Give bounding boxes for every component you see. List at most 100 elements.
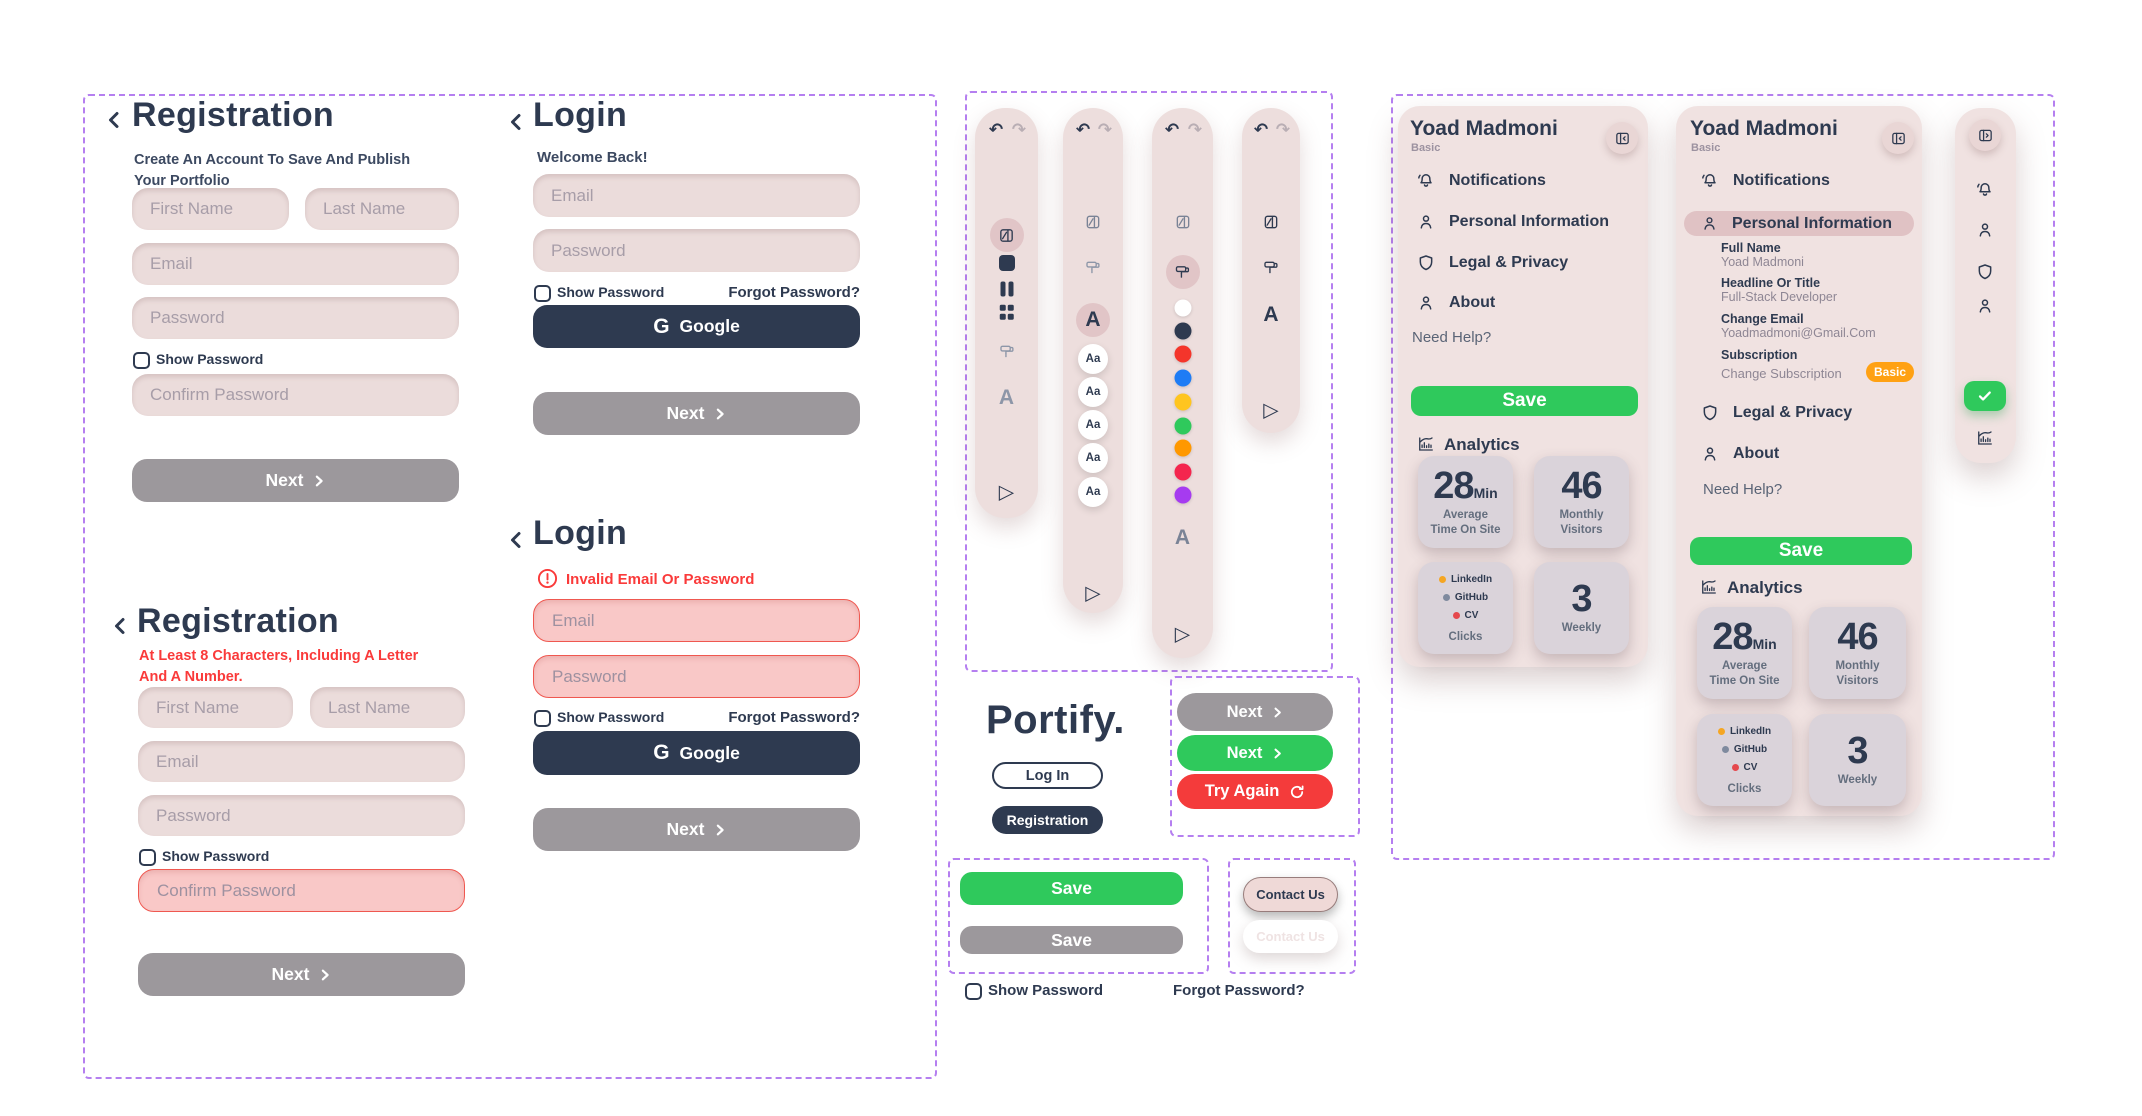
show-password-checkbox[interactable] — [534, 710, 551, 727]
preview-play-icon[interactable]: ▷ — [1263, 399, 1279, 422]
try-again-button[interactable]: Try Again — [1177, 774, 1333, 809]
font-tool-icon[interactable]: A — [998, 386, 1015, 409]
color-swatch-green[interactable] — [1174, 417, 1191, 435]
preview-play-icon[interactable]: ▷ — [1085, 582, 1101, 605]
redo-icon[interactable]: ↷ — [1011, 120, 1027, 139]
color-swatch-purple[interactable] — [1174, 486, 1191, 504]
show-password-checkbox[interactable] — [965, 983, 982, 1000]
forgot-password-link[interactable]: Forgot Password? — [728, 709, 860, 726]
filled-block-icon[interactable] — [998, 255, 1015, 271]
show-password-checkbox[interactable] — [534, 285, 551, 302]
analytics-icon[interactable] — [1975, 428, 1995, 448]
preview-play-icon[interactable]: ▷ — [1174, 623, 1191, 646]
collapse-sidebar-button[interactable] — [1606, 122, 1638, 154]
confirm-password-input-error[interactable] — [138, 869, 465, 912]
font-tool-icon[interactable]: A — [1174, 526, 1191, 549]
preview-play-icon[interactable]: ▷ — [998, 481, 1015, 504]
last-name-input[interactable] — [310, 687, 465, 728]
save-button-green[interactable]: Save — [960, 872, 1183, 905]
paint-roller-icon-active[interactable] — [1165, 255, 1200, 289]
redo-icon[interactable]: ↷ — [1097, 120, 1113, 139]
save-button-gray[interactable]: Save — [960, 926, 1183, 954]
back-chevron-icon[interactable] — [110, 616, 130, 636]
change-subscription-link[interactable]: Change Subscription — [1721, 366, 1842, 381]
font-tool-icon-active[interactable]: A — [1076, 303, 1110, 337]
color-swatch-orange[interactable] — [1174, 439, 1191, 457]
show-password-checkbox[interactable] — [139, 849, 156, 866]
registration-button[interactable]: Registration — [992, 806, 1103, 834]
save-check-button[interactable] — [1964, 381, 2006, 411]
email-input[interactable] — [138, 741, 465, 782]
undo-icon[interactable]: ↶ — [1164, 120, 1180, 139]
password-input[interactable] — [533, 229, 860, 272]
email-value[interactable]: Yoadmadmoni@Gmail.Com — [1721, 326, 1876, 340]
color-swatch-yellow[interactable] — [1174, 393, 1191, 411]
color-swatch-red[interactable] — [1174, 345, 1191, 363]
font-option[interactable]: Aa — [1078, 477, 1108, 507]
redo-icon[interactable]: ↷ — [1275, 120, 1291, 139]
person-icon[interactable] — [1975, 296, 1995, 316]
email-input[interactable] — [132, 243, 459, 285]
first-name-input[interactable] — [132, 188, 289, 230]
next-button-gray[interactable]: Next — [1177, 693, 1333, 731]
font-option[interactable]: Aa — [1078, 344, 1108, 374]
menu-item-notifications[interactable]: Notifications — [1700, 170, 1830, 192]
menu-item-legal-privacy[interactable]: Legal & Privacy — [1416, 252, 1568, 274]
two-columns-icon[interactable] — [1000, 281, 1013, 297]
google-sign-in-button[interactable]: G Google — [533, 731, 860, 775]
menu-item-personal-information[interactable]: Personal Information — [1416, 211, 1609, 233]
collapse-sidebar-button[interactable] — [1882, 122, 1914, 154]
color-swatch-white[interactable] — [1174, 299, 1191, 317]
paint-roller-icon[interactable] — [998, 344, 1015, 361]
next-button-green[interactable]: Next — [1177, 735, 1333, 771]
menu-item-about[interactable]: About — [1700, 443, 1779, 465]
layout-tool-icon-active[interactable] — [989, 218, 1024, 252]
save-button[interactable]: Save — [1411, 386, 1638, 416]
full-name-value[interactable]: Yoad Madmoni — [1721, 255, 1804, 269]
menu-item-about[interactable]: About — [1416, 292, 1495, 314]
need-help-link[interactable]: Need Help? — [1703, 481, 1783, 498]
next-button[interactable]: Next — [138, 953, 465, 996]
last-name-input[interactable] — [305, 188, 459, 230]
email-input[interactable] — [533, 174, 860, 217]
color-swatch-blue[interactable] — [1174, 369, 1191, 387]
menu-item-notifications[interactable]: Notifications — [1416, 170, 1546, 192]
shield-icon[interactable] — [1975, 262, 1995, 282]
next-button[interactable]: Next — [533, 808, 860, 851]
password-input[interactable] — [138, 795, 465, 836]
menu-item-legal-privacy[interactable]: Legal & Privacy — [1700, 402, 1852, 424]
expand-sidebar-button[interactable] — [1969, 119, 2001, 151]
undo-icon[interactable]: ↶ — [1075, 120, 1091, 139]
back-chevron-icon[interactable] — [506, 530, 526, 550]
first-name-input[interactable] — [138, 687, 293, 728]
contact-us-button[interactable]: Contact Us — [1243, 877, 1338, 912]
headline-value[interactable]: Full-Stack Developer — [1721, 290, 1838, 304]
email-input-error[interactable] — [533, 599, 860, 642]
menu-item-personal-information-active[interactable]: Personal Information — [1684, 211, 1914, 236]
paint-roller-icon[interactable] — [1085, 260, 1102, 277]
next-button[interactable]: Next — [533, 392, 860, 435]
layout-tool-icon[interactable] — [1263, 214, 1280, 231]
log-in-button[interactable]: Log In — [992, 762, 1103, 789]
back-chevron-icon[interactable] — [104, 110, 124, 130]
font-tool-icon[interactable]: A — [1263, 303, 1279, 326]
color-swatch-crimson[interactable] — [1174, 463, 1191, 481]
need-help-link[interactable]: Need Help? — [1412, 329, 1492, 346]
font-option[interactable]: Aa — [1078, 377, 1108, 407]
confirm-password-input[interactable] — [132, 374, 459, 416]
google-sign-in-button[interactable]: G Google — [533, 305, 860, 348]
forgot-password-link[interactable]: Forgot Password? — [728, 284, 860, 301]
password-input-error[interactable] — [533, 655, 860, 698]
layout-tool-icon[interactable] — [1174, 214, 1191, 231]
forgot-password-link[interactable]: Forgot Password? — [1173, 982, 1305, 999]
undo-icon[interactable]: ↶ — [1253, 120, 1269, 139]
color-swatch-navy[interactable] — [1174, 322, 1191, 340]
redo-icon[interactable]: ↷ — [1187, 120, 1203, 139]
person-icon[interactable] — [1975, 220, 1995, 240]
password-input[interactable] — [132, 297, 459, 339]
save-button[interactable]: Save — [1690, 537, 1912, 565]
back-chevron-icon[interactable] — [506, 112, 526, 132]
grid-blocks-icon[interactable] — [999, 304, 1014, 320]
next-button[interactable]: Next — [132, 459, 459, 502]
font-option[interactable]: Aa — [1078, 410, 1108, 440]
